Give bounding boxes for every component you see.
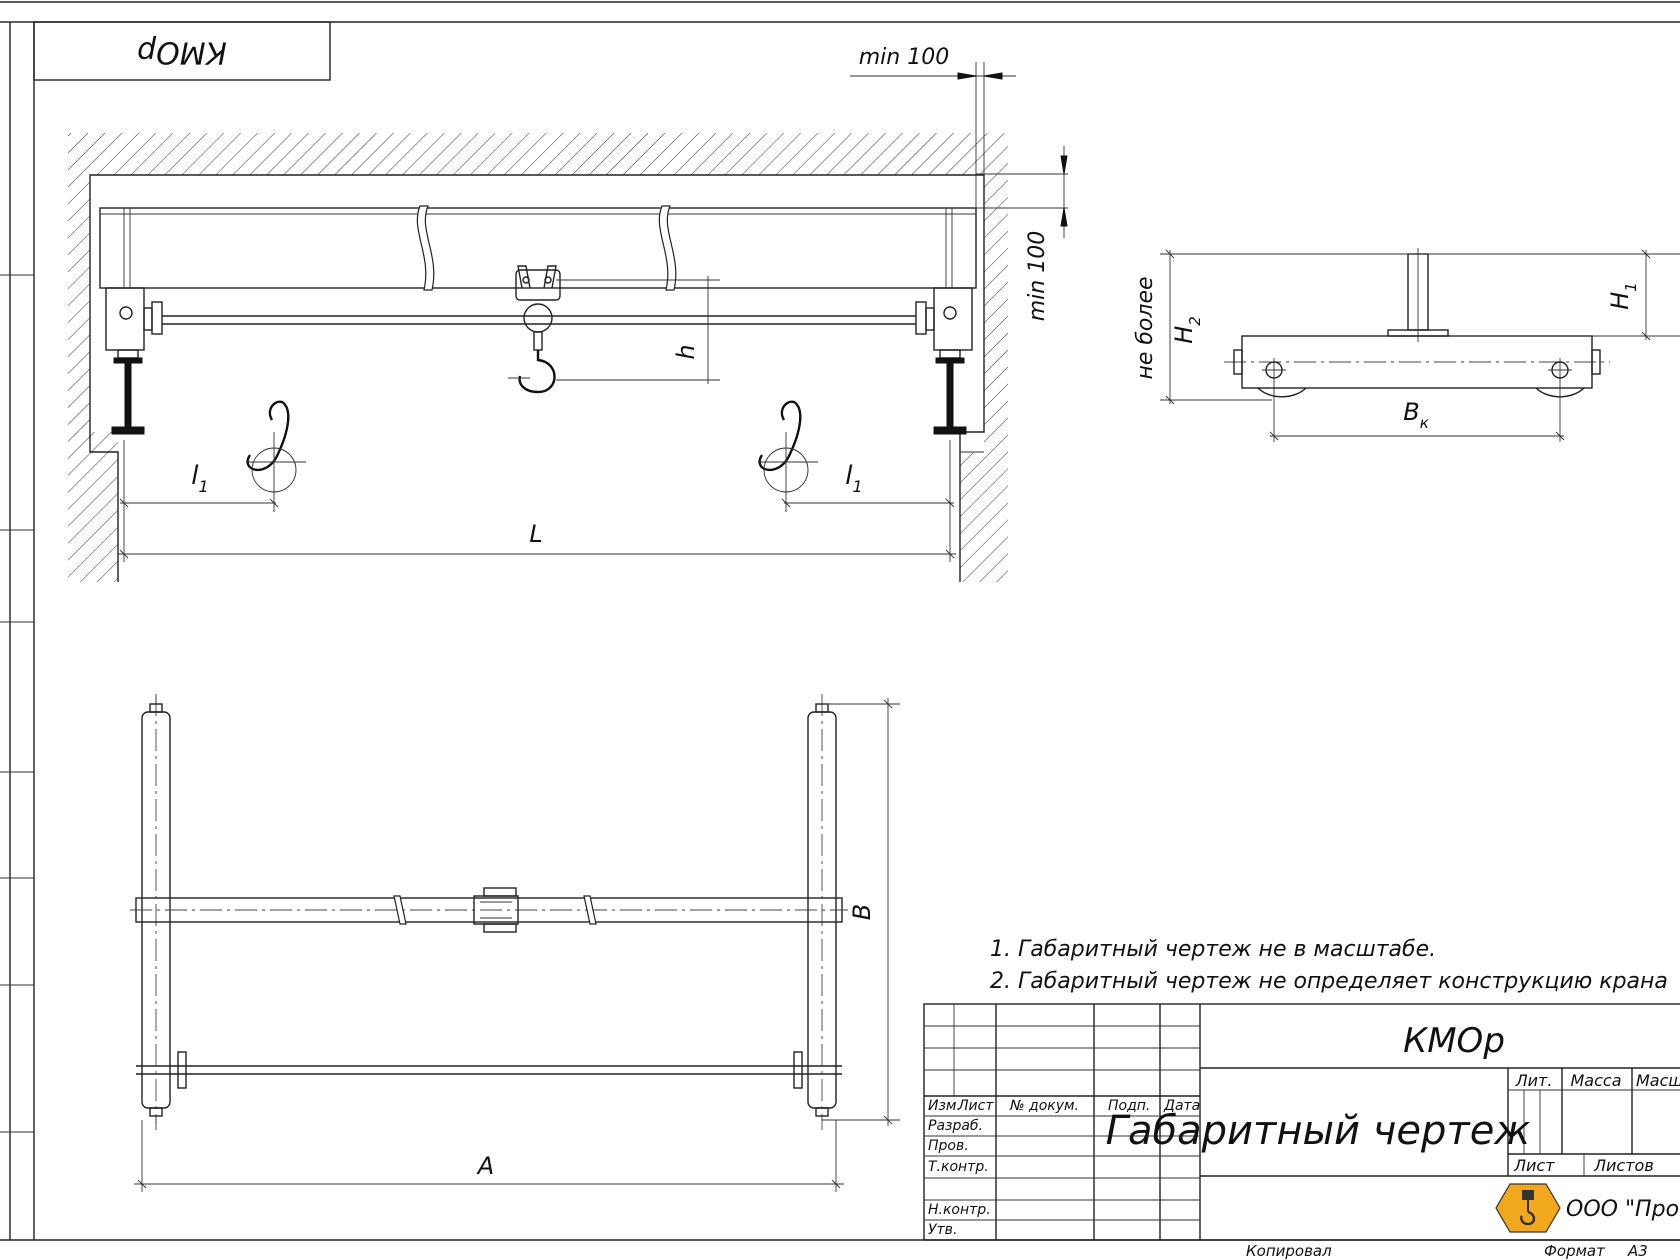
plan-view: B A <box>130 694 900 1192</box>
dim-h: h <box>556 276 720 384</box>
dim-H1-label: H <box>1606 292 1634 310</box>
col-podp: Подп. <box>1108 1098 1150 1114</box>
tb-listov: Листов <box>1593 1156 1654 1175</box>
tb-title: Габаритный чертеж <box>1106 1108 1531 1154</box>
dim-l1-right-sub: 1 <box>853 477 863 496</box>
row-nkontr: Н.контр. <box>928 1202 991 1218</box>
side-view: не более H2 H1 Bк <box>1133 248 1680 442</box>
dim-L: L <box>118 520 956 559</box>
svg-text:H1: H1 <box>1606 282 1640 310</box>
dim-Bk-label: B <box>1403 398 1419 426</box>
tb-company: ООО "ПромМа <box>1566 1197 1680 1222</box>
end-carriage-left <box>105 287 163 359</box>
dim-min-top-label: min 100 <box>859 45 949 70</box>
dim-A-label: A <box>476 1152 494 1180</box>
tb-massa: Масса <box>1570 1071 1621 1090</box>
dim-B-label: B <box>848 904 876 920</box>
dim-L-label: L <box>529 520 542 548</box>
bottom-strip: Копировал Формат А3 <box>1246 1242 1648 1260</box>
company-logo-icon <box>1495 1183 1561 1233</box>
front-view: min 100 min 100 h l1 <box>68 45 1068 582</box>
col-dokum: № докум. <box>1009 1098 1079 1114</box>
tb-format-value: А3 <box>1627 1242 1648 1260</box>
dim-H2-label: H <box>1170 326 1198 344</box>
dim-H2: не более H2 <box>1133 249 1406 405</box>
dim-h-label: h <box>672 344 700 359</box>
dim-l1-left: l1 <box>119 440 279 562</box>
note-2: 2. Габаритный чертеж не определяет конст… <box>990 969 1668 994</box>
hoist-hook <box>508 265 561 394</box>
tb-masshtab: Масш <box>1636 1071 1680 1090</box>
dim-min-right: min 100 <box>976 146 1068 321</box>
tb-copied: Копировал <box>1246 1242 1332 1260</box>
dim-A: A <box>134 1120 844 1192</box>
stamp-top-left-text: КМОр <box>137 35 227 70</box>
col-izm: Изм. <box>928 1098 961 1114</box>
tb-lit: Лит. <box>1515 1071 1553 1090</box>
dim-H1-sub: 1 <box>1622 282 1640 292</box>
dim-l1-left-sub: 1 <box>199 477 209 496</box>
tb-format: Формат <box>1544 1242 1606 1260</box>
col-list: Лист <box>957 1098 994 1114</box>
row-prov: Пров. <box>928 1138 969 1154</box>
col-data: Дата <box>1163 1098 1200 1114</box>
rail-left <box>111 357 145 435</box>
dim-l1-right: l1 <box>781 440 955 562</box>
bridge-girder <box>99 205 977 291</box>
tb-designation: КМОр <box>1403 1021 1505 1061</box>
svg-text:l1: l1 <box>191 461 208 496</box>
dim-min-right-label: min 100 <box>1025 231 1050 321</box>
dim-B: B <box>822 698 900 1126</box>
svg-text:H2: H2 <box>1170 316 1204 344</box>
hook-approach-left <box>246 400 306 512</box>
tb-list: Лист <box>1513 1156 1555 1175</box>
dim-l1-right-label: l <box>845 461 853 491</box>
dim-ne-bolee-label: не более <box>1133 276 1158 379</box>
dim-Bk: Bк <box>1269 380 1565 442</box>
row-utv: Утв. <box>928 1222 957 1238</box>
notes: 1. Габаритный чертеж не в масштабе. 2. Г… <box>990 937 1668 994</box>
dim-min-top: min 100 <box>850 45 1016 208</box>
row-tkontr: Т.контр. <box>928 1159 989 1175</box>
end-carriage-right <box>915 287 973 359</box>
stamp-top-left: КМОр <box>33 21 331 81</box>
title-block: Изм. Лист № докум. Подп. Дата Разраб. Пр… <box>923 1003 1680 1241</box>
svg-text:l1: l1 <box>845 461 862 496</box>
row-razrab: Разраб. <box>928 1118 983 1134</box>
hook-approach-right <box>758 400 818 512</box>
svg-text:Bк: Bк <box>1403 398 1429 432</box>
dim-l1-left-label: l <box>191 461 199 491</box>
dim-H1: H1 <box>1430 249 1680 341</box>
note-1: 1. Габаритный чертеж не в масштабе. <box>990 937 1436 962</box>
rail-right <box>933 357 967 435</box>
dim-H2-sub: 2 <box>1186 316 1204 326</box>
dim-Bk-sub: к <box>1420 414 1429 432</box>
